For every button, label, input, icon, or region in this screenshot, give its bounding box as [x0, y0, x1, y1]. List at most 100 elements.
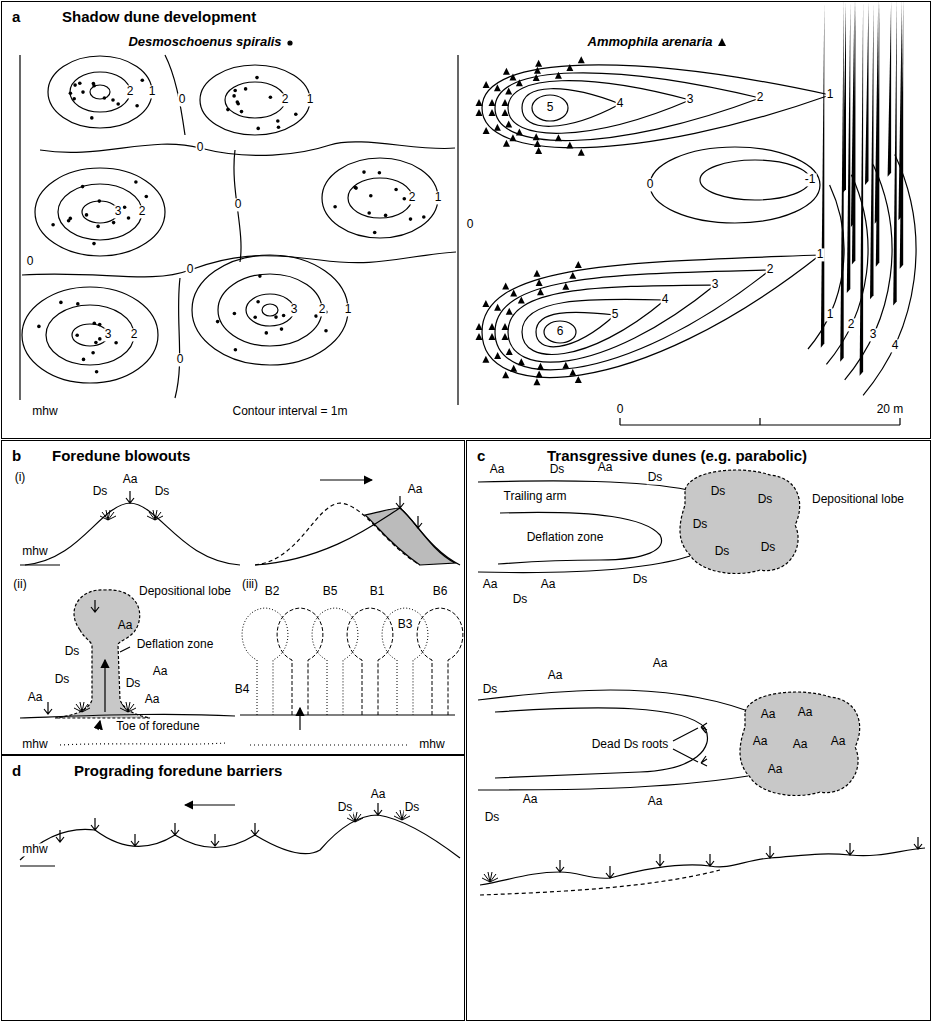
plant-dot — [422, 215, 426, 219]
plant-triangle — [562, 283, 569, 290]
plant-dot — [91, 351, 95, 355]
plant-triangle — [482, 300, 489, 307]
diagram-label: 0 — [616, 403, 625, 416]
plant-dot — [384, 214, 388, 218]
plant-dot — [127, 216, 131, 220]
contour-line — [82, 201, 118, 223]
diagram-label: 0 — [646, 178, 655, 191]
diagram-label: Ds — [549, 463, 566, 476]
plant-triangle — [534, 140, 541, 147]
plant-dot — [256, 127, 260, 131]
plant-dot — [276, 119, 280, 123]
plant-triangle — [900, 1, 904, 269]
plant-triangle — [502, 109, 509, 116]
diagram-label: Dead Ds roots — [591, 738, 670, 751]
plant-dot — [96, 225, 100, 229]
blowout-outline — [312, 608, 358, 715]
diagram-label: 4 — [891, 339, 900, 352]
plant-dot — [93, 322, 97, 326]
plant-dot — [233, 312, 237, 316]
plant-triangle — [555, 72, 562, 79]
diagram-label: 1 — [826, 308, 835, 321]
plant-dot — [369, 194, 373, 198]
diagram-label: -1 — [804, 173, 817, 186]
plant-triangle — [575, 376, 582, 383]
contour-line — [348, 178, 412, 218]
contour-line — [845, 165, 892, 380]
plant-triangle — [533, 270, 540, 277]
diagram-label: 3 — [711, 278, 720, 291]
diagram-label: mhw — [21, 843, 48, 856]
panel-title: Prograding foredune barriers — [74, 762, 282, 779]
plant-dot — [98, 337, 102, 341]
plant-dot — [403, 197, 407, 201]
diagram-label: Deflation zone — [526, 531, 605, 544]
diagram-label: 3 — [104, 328, 113, 341]
diagram-label: 5 — [546, 101, 555, 114]
plant-triangle — [502, 333, 509, 340]
plant-triangle — [516, 129, 523, 136]
plant-symbol — [396, 496, 404, 508]
plant-dot — [280, 327, 284, 331]
diagram-label: Ds — [92, 485, 109, 498]
diagram-label: Aa — [144, 693, 161, 706]
panel-letter: b — [12, 447, 21, 464]
plant-dot — [353, 186, 357, 190]
plant-dot — [233, 89, 237, 93]
plant-triangle — [502, 371, 509, 378]
plant-triangle — [533, 378, 540, 385]
diagram-label: Aa — [152, 665, 169, 678]
diagram-label: 2 — [138, 205, 147, 218]
plant-triangle — [536, 279, 543, 286]
plant-symbol — [414, 516, 422, 528]
plant-symbol — [374, 803, 382, 815]
plant-symbol — [56, 830, 64, 842]
diagram-label: Aa — [752, 735, 769, 748]
plant-symbol — [706, 854, 714, 866]
plant-triangle — [482, 356, 489, 363]
blowout-outline — [347, 608, 393, 715]
diagram-label: B4 — [234, 683, 251, 696]
plant-dot — [277, 126, 281, 130]
plant-symbol — [91, 818, 99, 830]
contour-line — [246, 294, 294, 326]
plant-dot — [95, 370, 99, 374]
diagram-label: Aa — [652, 657, 669, 670]
plant-dot — [98, 323, 102, 327]
diagram-label: mhw — [21, 738, 48, 751]
diagram-label: Aa — [547, 669, 564, 682]
diagram-label: 2 — [281, 93, 290, 106]
plant-triangle — [888, 1, 892, 177]
plant-symbol — [131, 834, 139, 846]
diagram-label: Aa — [540, 578, 557, 591]
contour-line — [508, 81, 690, 134]
plant-triangle — [489, 109, 496, 116]
contour-line — [482, 255, 820, 377]
diagram-label: 3 — [869, 328, 878, 341]
diagram-label: Ds — [404, 801, 421, 814]
plant-triangle — [535, 147, 542, 154]
diagram-label: B3 — [397, 618, 414, 631]
plant-dot — [82, 358, 86, 362]
diagram-label: 1 — [816, 248, 825, 261]
plant-triangle — [870, 1, 874, 300]
diagram-label: Ds — [714, 545, 731, 558]
figure-panel: dPrograding foredune barriers — [1, 755, 465, 1021]
diagram-label: 3 — [114, 205, 123, 218]
plant-triangle — [852, 1, 856, 265]
plant-triangle — [489, 333, 496, 340]
plant-triangle — [569, 369, 576, 376]
plant-dot — [362, 170, 366, 174]
plant-dot — [141, 78, 145, 82]
diagram-label: Aa — [597, 461, 614, 474]
diagram-label: Aa — [830, 735, 847, 748]
plant-triangle — [860, 1, 864, 376]
plant-dot — [92, 82, 96, 86]
plant-dot — [81, 185, 85, 189]
diagram-label: Aa — [482, 578, 499, 591]
diagram-label: 0 — [196, 141, 205, 154]
diagram-label: Aa — [522, 793, 539, 806]
diagram-label: 5 — [611, 308, 620, 321]
plant-triangle — [536, 371, 543, 378]
diagram-label: 0 — [466, 218, 475, 231]
